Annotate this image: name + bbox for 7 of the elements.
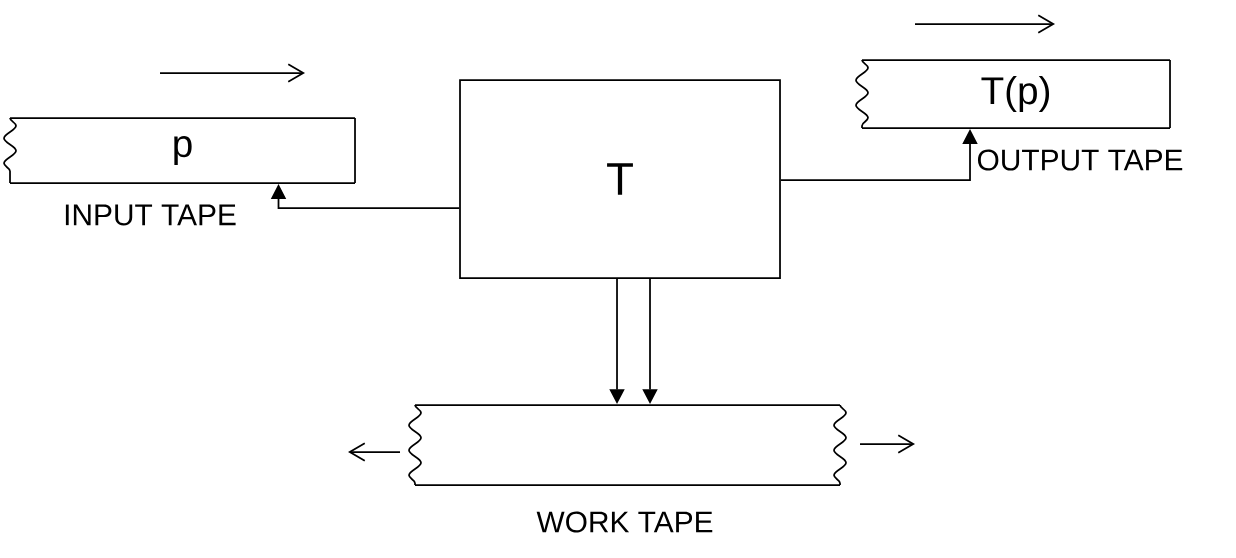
tape: T(p) [855, 59, 1171, 129]
tape-label: WORK TAPE [536, 511, 713, 533]
tape: p [3, 117, 356, 184]
tape [408, 404, 847, 486]
tape-label: INPUT TAPE [65, 204, 236, 226]
machine-box: T [459, 79, 781, 279]
tape-label: OUTPUT TAPE [977, 149, 1183, 171]
